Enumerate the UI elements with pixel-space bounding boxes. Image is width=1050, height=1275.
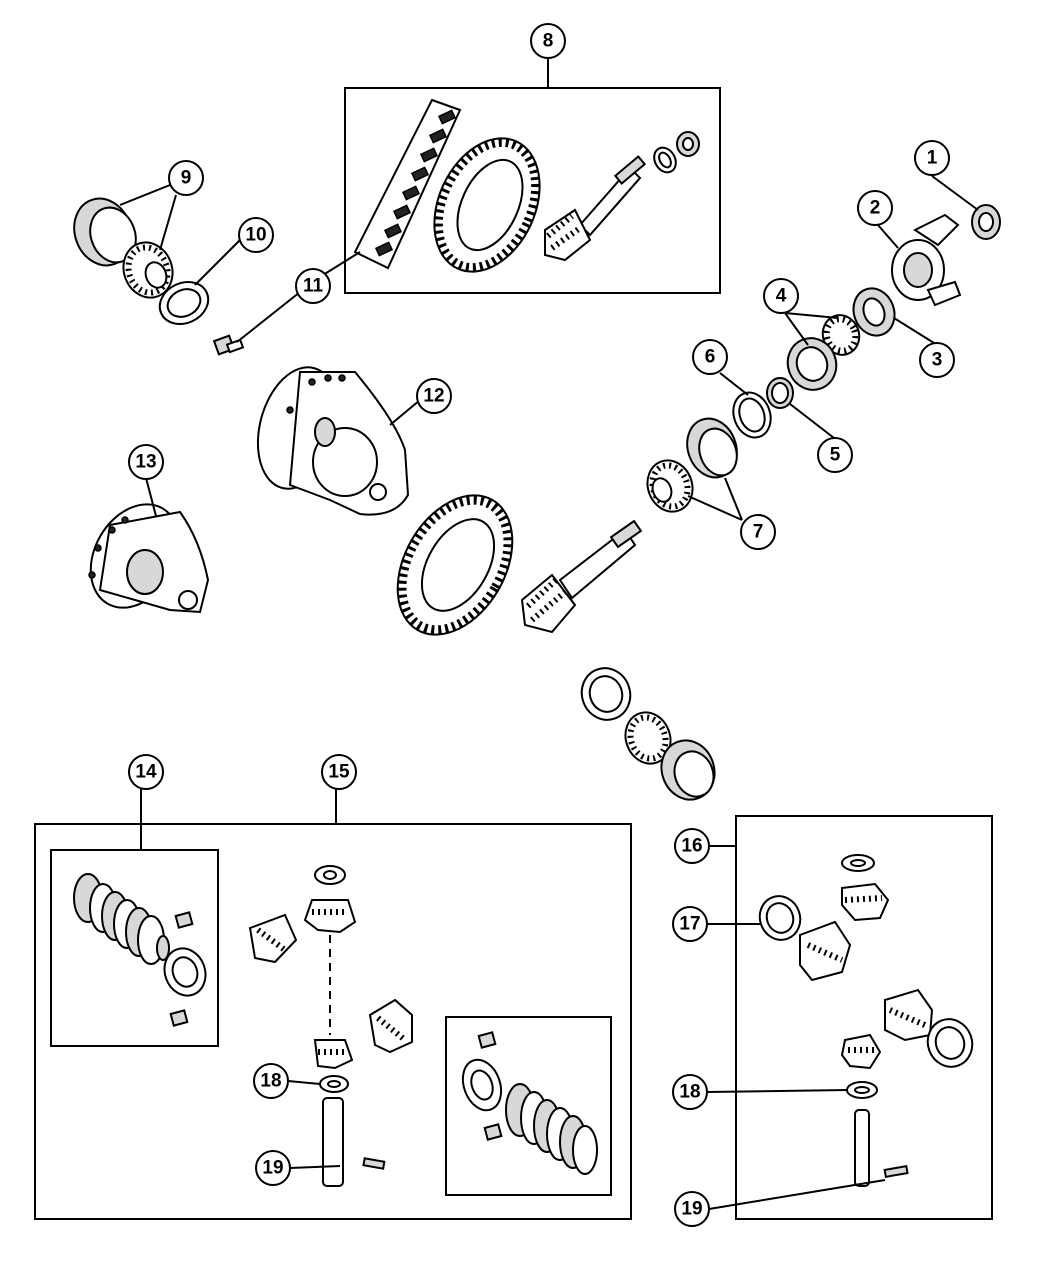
- callout-16-label: 16: [681, 836, 702, 857]
- callout-14: 14: [128, 754, 164, 790]
- callout-9-label: 9: [181, 168, 192, 189]
- callout-18-box16: 18: [672, 1074, 708, 1110]
- collapsible-spacer-5: [766, 377, 794, 409]
- ring-gear-bolt-11: [212, 334, 245, 356]
- bearing-cup-7: [686, 417, 738, 479]
- callout-19-box16: 19: [674, 1191, 710, 1227]
- callout-12: 12: [416, 378, 452, 414]
- kit-box-8: [344, 87, 721, 294]
- pinion-gear-kit: [544, 155, 647, 262]
- callout-9: 9: [168, 160, 204, 196]
- shim-lower: [580, 667, 632, 721]
- differential-case-12: [256, 366, 410, 516]
- bearing-cup-4: [786, 337, 838, 391]
- shim-6: [732, 391, 772, 439]
- callout-5: 5: [817, 437, 853, 473]
- callout-12-label: 12: [423, 386, 444, 407]
- bearing-cone-7: [646, 459, 694, 513]
- bearing-cup-9: [73, 197, 137, 267]
- callout-13: 13: [128, 444, 164, 480]
- callout-11: 11: [295, 268, 331, 304]
- callout-7-label: 7: [753, 522, 764, 543]
- callout-2: 2: [857, 190, 893, 226]
- callout-19-box16-label: 19: [681, 1199, 702, 1220]
- side-gears-16: [758, 854, 974, 1187]
- bearing-cone-9: [122, 241, 174, 299]
- pinion-yoke-2: [891, 213, 962, 307]
- drive-pinion: [520, 519, 643, 634]
- callout-2-label: 2: [870, 198, 881, 219]
- side-gears-15: [248, 865, 413, 1187]
- callout-15: 15: [321, 754, 357, 790]
- clutch-pack-15: [461, 1031, 598, 1175]
- callout-1: 1: [914, 140, 950, 176]
- callout-18-box15: 18: [253, 1063, 289, 1099]
- callout-15-label: 15: [328, 762, 350, 783]
- kit-box-15-inner: [445, 1016, 612, 1196]
- callout-10-label: 10: [245, 225, 266, 246]
- bearing-cone-lower: [624, 711, 672, 765]
- callout-6: 6: [692, 339, 728, 375]
- pinion-nut-1: [971, 204, 1001, 240]
- callout-17-label: 17: [679, 914, 700, 935]
- callout-6-label: 6: [705, 347, 716, 368]
- callout-19-box15-label: 19: [262, 1158, 283, 1179]
- callout-16: 16: [674, 828, 710, 864]
- callout-10: 10: [238, 217, 274, 253]
- callout-11-label: 11: [303, 276, 324, 297]
- ring-gear-bolts-strip: [353, 98, 462, 270]
- callout-7: 7: [740, 514, 776, 550]
- callout-14-label: 14: [135, 762, 157, 783]
- pinion-nut-and-washer-kit: [653, 131, 700, 174]
- callout-13-label: 13: [135, 452, 156, 473]
- pinion-seal-3: [852, 287, 896, 337]
- bearing-cup-lower: [660, 739, 716, 801]
- callout-3-label: 3: [932, 350, 943, 371]
- differential-case-13: [88, 503, 210, 614]
- kit-box-16: [735, 815, 993, 1220]
- clutch-pack-14: [73, 873, 207, 1027]
- callout-8-label: 8: [543, 31, 554, 52]
- callout-17: 17: [672, 906, 708, 942]
- callout-18-box15-label: 18: [260, 1071, 281, 1092]
- ring-gear-kit: [433, 137, 541, 273]
- callout-18-box16-label: 18: [679, 1082, 700, 1103]
- kit-box-14: [50, 849, 219, 1047]
- callout-3: 3: [919, 342, 955, 378]
- callout-4: 4: [763, 278, 799, 314]
- ring-gear: [396, 494, 514, 636]
- callout-1-label: 1: [927, 148, 938, 169]
- callout-4-label: 4: [776, 286, 787, 307]
- callout-19-box15: 19: [255, 1150, 291, 1186]
- shim-10: [158, 281, 210, 325]
- kit-box-15: [34, 823, 632, 1220]
- leader-lines: [119, 58, 979, 1210]
- callout-8: 8: [530, 23, 566, 59]
- callout-5-label: 5: [830, 445, 841, 466]
